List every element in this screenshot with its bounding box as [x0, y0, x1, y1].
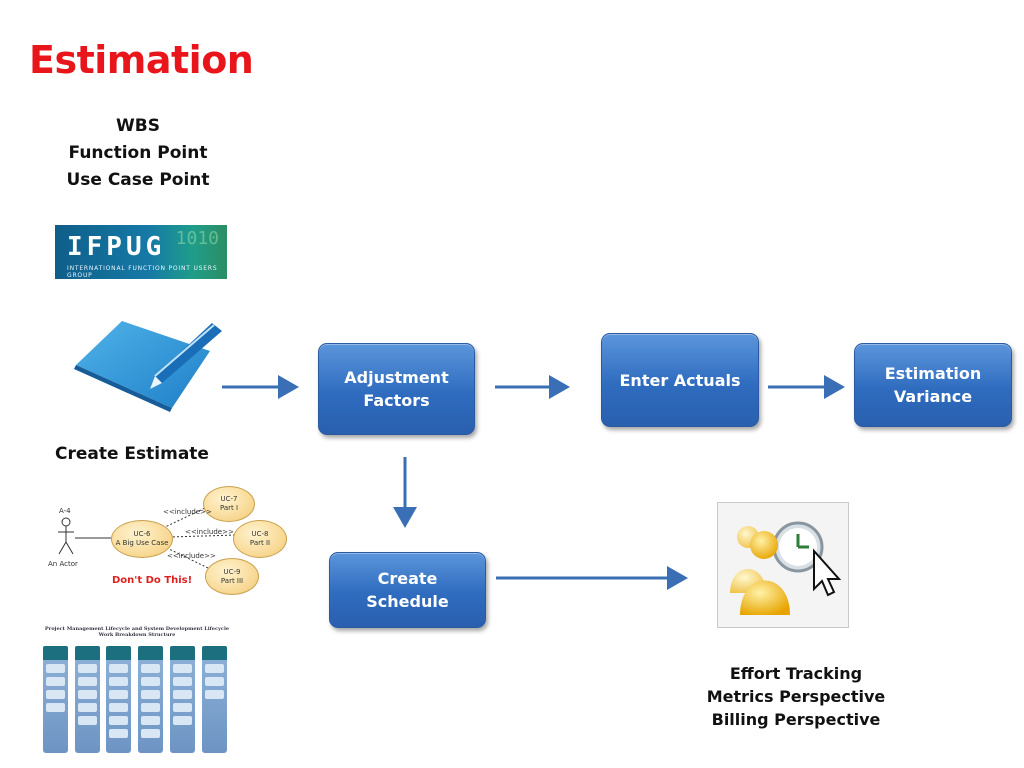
- wbs-title-line-2: Work Breakdown Structure: [98, 632, 176, 638]
- adjustment-factors-box: Adjustment Factors: [318, 343, 475, 435]
- wbs-column: [202, 646, 227, 753]
- actor-id: A-4: [59, 507, 71, 515]
- wbs-column: [43, 646, 68, 753]
- use-case-part-2-id: UC-8: [251, 530, 269, 538]
- wbs-column: [106, 646, 131, 753]
- ifpug-subtitle: INTERNATIONAL FUNCTION POINT USERS GROUP: [67, 265, 218, 279]
- ifpug-word: IFPUG: [67, 232, 166, 262]
- use-case-main-label: A Big Use Case: [115, 539, 169, 547]
- warning-label: Don't Do This!: [112, 575, 193, 586]
- use-case-part-2-label: Part II: [249, 539, 271, 547]
- effort-tracking-icon: [717, 502, 849, 628]
- use-case-diagram: A-4 An Actor UC-6 A Big Use Case UC-7 Pa…: [45, 480, 295, 600]
- ifpug-binary: 1010: [175, 228, 219, 249]
- use-case-part-1-id: UC-7: [220, 495, 238, 503]
- method-use-case-point: Use Case Point: [66, 170, 210, 190]
- use-case-part-1-label: Part I: [219, 504, 239, 512]
- actor-label: An Actor: [48, 560, 78, 568]
- page-title: Estimation: [29, 38, 254, 82]
- use-case-main-id: UC-6: [133, 530, 151, 538]
- wbs-title-line-1: Project Management Lifecycle and System …: [44, 626, 230, 632]
- output-metrics-perspective: Metrics Perspective: [706, 687, 886, 706]
- estimation-methods: WBS Function Point Use Case Point: [55, 113, 221, 194]
- output-effort-tracking: Effort Tracking: [729, 664, 863, 683]
- create-schedule-box: Create Schedule: [329, 552, 486, 628]
- wbs-column: [138, 646, 163, 753]
- method-wbs: WBS: [116, 116, 160, 136]
- use-case-part-3: UC-9 Part III: [205, 558, 259, 595]
- wbs-column: [170, 646, 195, 753]
- ifpug-logo: 1010 IFPUG INTERNATIONAL FUNCTION POINT …: [55, 225, 227, 279]
- method-function-point: Function Point: [68, 143, 208, 163]
- use-case-part-1: UC-7 Part I: [203, 486, 255, 522]
- output-billing-perspective: Billing Perspective: [711, 710, 881, 729]
- estimation-variance-box: Estimation Variance: [854, 343, 1012, 427]
- use-case-part-3-label: Part III: [220, 576, 244, 585]
- include-label-1: <<include>>: [163, 508, 212, 516]
- wbs-column: [75, 646, 100, 753]
- include-label-2: <<include>>: [185, 528, 234, 536]
- use-case-main: UC-6 A Big Use Case: [111, 520, 173, 558]
- include-label-3: <<include>>: [167, 552, 216, 560]
- enter-actuals-box: Enter Actuals: [601, 333, 759, 427]
- wbs-chart-thumbnail: Project Management Lifecycle and System …: [42, 626, 232, 754]
- use-case-part-2: UC-8 Part II: [233, 520, 287, 558]
- create-estimate-label: Create Estimate: [55, 444, 209, 464]
- clipboard-pen-icon: [62, 313, 230, 418]
- wbs-title: Project Management Lifecycle and System …: [42, 626, 232, 638]
- outputs-list: Effort Tracking Metrics Perspective Bill…: [700, 662, 892, 731]
- use-case-part-3-id: UC-9: [223, 567, 241, 576]
